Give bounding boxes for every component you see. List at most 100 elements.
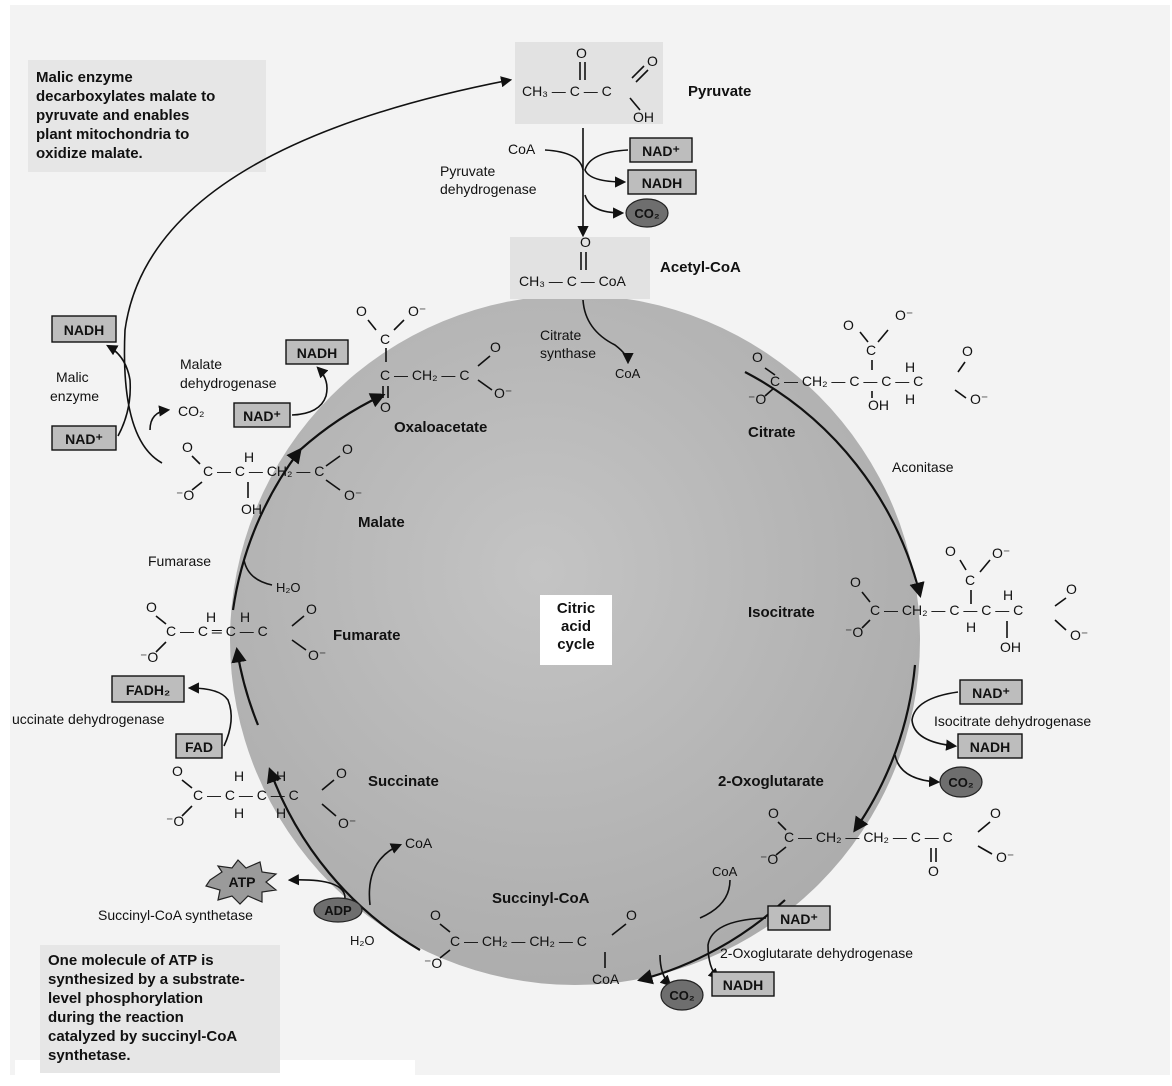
svg-text:O: O [336, 765, 347, 781]
svg-text:O: O [647, 53, 658, 69]
svg-text:O⁻: O⁻ [308, 647, 326, 663]
malic-note-line-5: oxidize malate. [36, 145, 143, 162]
sdh-label: uccinate dehydrogenase [12, 711, 165, 727]
svg-text:C — CH₂ — CH₂ — C: C — CH₂ — CH₂ — C [450, 933, 587, 949]
idh-co2-arrow [894, 754, 941, 788]
svg-text:O⁻: O⁻ [996, 849, 1014, 865]
svg-text:H: H [244, 449, 254, 465]
atp-note-line-2: synthesized by a substrate- [48, 971, 245, 988]
svg-text:O: O [172, 763, 183, 779]
idh-nadh-box [957, 733, 1023, 759]
oxoglutarate-label: 2-Oxoglutarate [718, 773, 824, 790]
mdh-nad-box [233, 402, 291, 428]
svg-text:O: O [990, 805, 1001, 821]
ogdh-coa-input [699, 879, 731, 919]
svg-text:O: O [146, 599, 157, 615]
citrate-structure: OO⁻ C O C — CH₂ — C — C — C ⁻O OH HH O O… [748, 307, 988, 413]
svg-text:H: H [276, 805, 286, 821]
pdh-label-1: Pyruvate [440, 163, 495, 179]
svg-text:O: O [962, 343, 973, 359]
svg-text:H: H [905, 391, 915, 407]
svg-text:⁻O: ⁻O [760, 851, 778, 867]
pdh-co2: CO₂ [634, 206, 660, 221]
me-nad-arrow [106, 344, 132, 437]
svg-text:O⁻: O⁻ [895, 307, 913, 323]
pdh-nad-box [629, 137, 693, 163]
atp-note-box [40, 945, 280, 1073]
citrate-synthase-arrow [582, 299, 634, 365]
atp-starburst [205, 859, 278, 905]
malic-enzyme-note: Malic enzyme decarboxylates malate to py… [36, 69, 215, 162]
oxoglutarate-structure: O C — CH₂ — CH₂ — C — C ⁻O O O O⁻ [760, 805, 1014, 879]
fumarate-label: Fumarate [333, 627, 401, 644]
ogdh-nad: NAD⁺ [780, 911, 818, 927]
center-label-line-1: Citric [557, 600, 595, 617]
svg-text:O: O [380, 399, 391, 415]
ogdh-nadh-box [711, 971, 775, 997]
malate-structure: O C — C — CH₂ — C H ⁻O OH O O⁻ [176, 439, 362, 517]
svg-text:C — C — C — C: C — C — C — C [193, 787, 299, 803]
svg-text:O: O [843, 317, 854, 333]
aconitase-label: Aconitase [892, 459, 954, 475]
scs-h2o: H₂O [350, 933, 375, 948]
atp-note: One molecule of ATP is synthesized by a … [48, 952, 245, 1064]
svg-text:C: C [866, 342, 876, 358]
scs-coa-arrow [368, 843, 403, 906]
svg-text:H: H [234, 768, 244, 784]
svg-text:C — CH₂ — C — C — C: C — CH₂ — C — C — C [770, 373, 923, 389]
me-co2: CO₂ [178, 403, 204, 419]
svg-text:OH: OH [1000, 639, 1021, 655]
mdh-nad-arrow [291, 366, 329, 416]
svg-text:C — CH₂ — CH₂ — C — C: C — CH₂ — CH₂ — C — C [784, 829, 953, 845]
svg-text:⁻O: ⁻O [845, 624, 863, 640]
svg-text:C: C [965, 572, 975, 588]
citrate-label: Citrate [748, 424, 796, 441]
svg-text:O⁻: O⁻ [494, 385, 512, 401]
idh-nad: NAD⁺ [972, 685, 1010, 701]
svg-text:O: O [430, 907, 441, 923]
svg-text:H: H [966, 619, 976, 635]
atp-note-line-6: synthetase. [48, 1047, 131, 1064]
svg-text:H: H [905, 359, 915, 375]
me-label-1: Malic [56, 369, 89, 385]
atp-note-line-3: level phosphorylation [48, 990, 203, 1007]
svg-text:OH: OH [633, 109, 654, 125]
svg-text:O: O [342, 441, 353, 457]
scs-adp-oval [313, 897, 363, 923]
svg-text:⁻O: ⁻O [424, 955, 442, 971]
svg-text:OH: OH [868, 397, 889, 413]
pdh-coa-input [544, 149, 584, 171]
malate-label: Malate [358, 514, 405, 531]
arc-citrate-isocitrate [744, 371, 925, 598]
arc-isocitrate-oxoglutarate [853, 664, 917, 833]
arc-succinate-fumarate [231, 646, 260, 726]
svg-text:CH₃ — C — C: CH₃ — C — C [522, 83, 612, 99]
sdh-fad-arrow [187, 682, 232, 747]
svg-text:C — C ═ C — C: C — C ═ C — C [166, 623, 268, 639]
svg-text:O⁻: O⁻ [408, 303, 426, 319]
center-label-line-3: cycle [557, 636, 595, 653]
sdh-fadh2-box [111, 675, 185, 703]
svg-text:O: O [1066, 581, 1077, 597]
svg-text:⁻O: ⁻O [176, 487, 194, 503]
atp-note-line-4: during the reaction [48, 1009, 184, 1026]
svg-text:C — CH₂ — C: C — CH₂ — C [380, 367, 469, 383]
malic-enzyme-note-box [28, 60, 266, 172]
svg-text:O: O [945, 543, 956, 559]
pyruvate-structure: CH₃ — C — C O O OH [522, 45, 658, 125]
atp-note-line-5: catalyzed by succinyl-CoA [48, 1028, 237, 1045]
idh-co2: CO₂ [948, 775, 974, 790]
svg-text:O⁻: O⁻ [970, 391, 988, 407]
scs-adp: ADP [324, 903, 352, 918]
sdh-fad: FAD [185, 739, 213, 755]
atp-note-line-1: One molecule of ATP is [48, 952, 214, 969]
arc-fumarate-malate [231, 447, 302, 611]
idh-nad-box [959, 679, 1023, 705]
pdh-nad: NAD⁺ [642, 143, 680, 159]
svg-text:H: H [276, 768, 286, 784]
succinate-label: Succinate [368, 773, 439, 790]
ogdh-co2: CO₂ [669, 988, 695, 1003]
svg-text:O⁻: O⁻ [338, 815, 356, 831]
